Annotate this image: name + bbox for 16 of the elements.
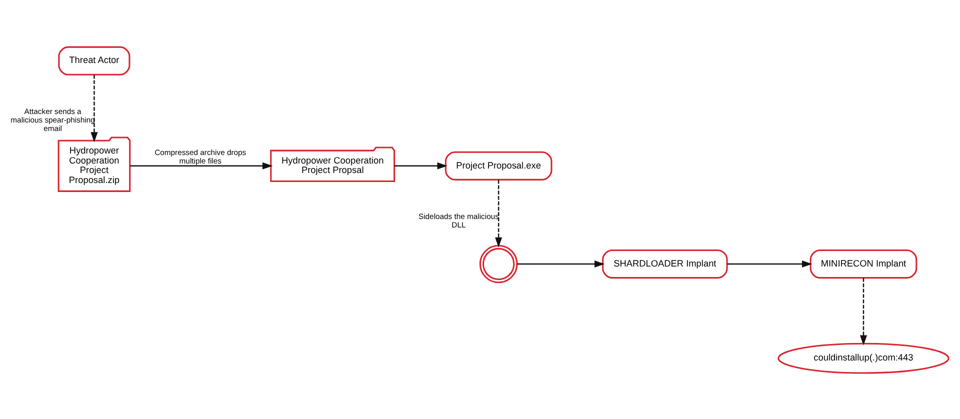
node-box: MINIRECON Implant — [810, 248, 918, 278]
edge-label: Sideloads the malicious DLL — [418, 212, 499, 230]
arrow — [90, 74, 98, 142]
node-box: SHARDLOADER Implant — [602, 248, 728, 278]
arrow — [860, 278, 868, 345]
arrow — [130, 162, 273, 169]
arrow — [495, 179, 502, 247]
node-ellipse: couldinstallup(.)com:443 — [778, 342, 950, 374]
arrow — [516, 260, 605, 268]
node-box: Project Proposal.exe — [444, 150, 552, 180]
edge-label: Attacker sends a malicious spear-phishing email — [10, 106, 95, 132]
node-circle — [479, 244, 518, 283]
node-box: Threat Actor — [58, 46, 130, 75]
arrow — [394, 162, 448, 169]
edge-label: Compressed archive drops multiple files — [154, 148, 246, 166]
arrow — [727, 260, 812, 268]
